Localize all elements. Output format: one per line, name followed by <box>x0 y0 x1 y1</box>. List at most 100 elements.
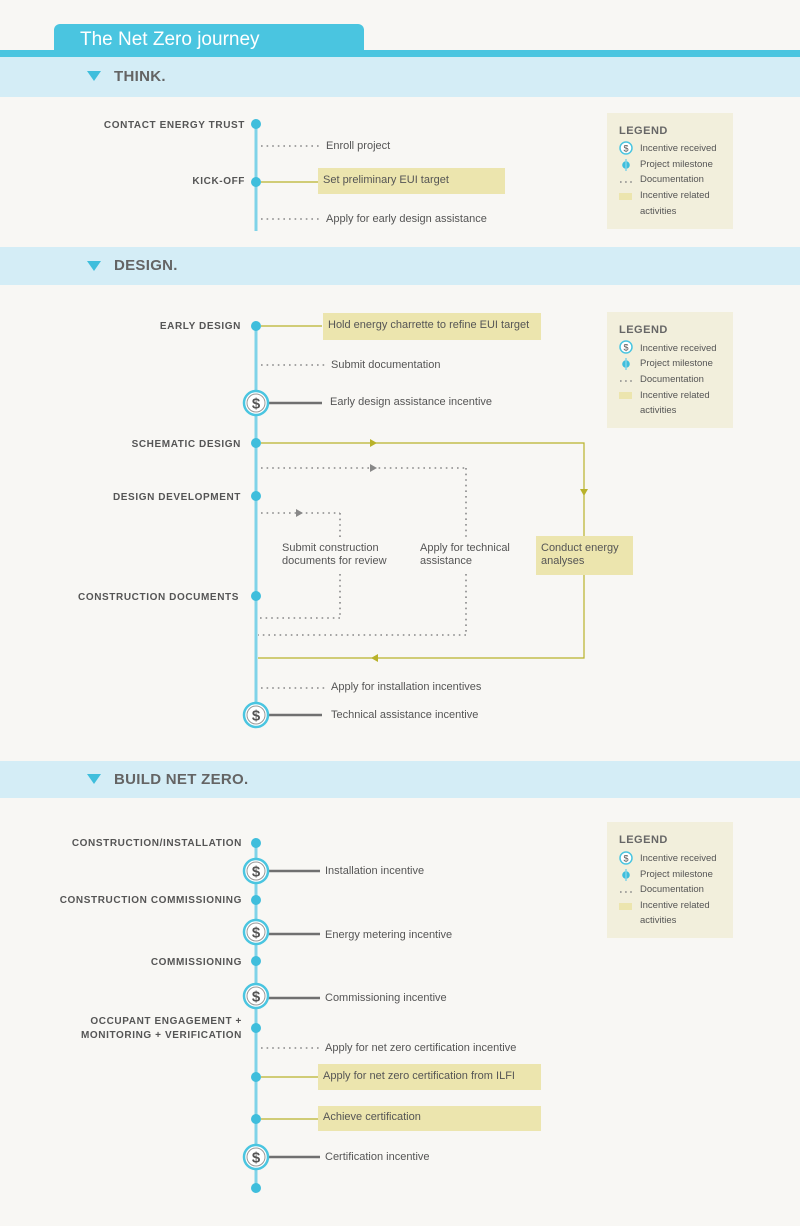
milestone-early-design <box>251 321 261 331</box>
build-triangle-icon[interactable] <box>87 774 101 784</box>
stage-construction-docs: CONSTRUCTION DOCUMENTS <box>78 592 239 603</box>
documentation-icon <box>620 181 632 183</box>
note-apply-early: Apply for early design assistance <box>326 213 487 225</box>
stage-early-design: EARLY DESIGN <box>159 321 241 332</box>
note-metering-incentive: Energy metering incentive <box>325 929 453 941</box>
svg-text:$: $ <box>623 854 628 864</box>
incentive-installation <box>242 857 270 885</box>
activity-charrette: Hold energy charrette to refine EUI targ… <box>323 313 541 340</box>
milestone-commissioning <box>251 956 261 966</box>
stage-commissioning: COMMISSIONING <box>150 957 242 968</box>
legend-milestone: Project milestone <box>640 159 713 170</box>
milestone-end <box>251 1183 261 1193</box>
legend-title: LEGEND <box>619 834 668 846</box>
note-apply-nz: Apply for net zero certification incenti… <box>325 1042 517 1054</box>
milestone-icon <box>622 869 630 881</box>
documentation-icon <box>620 891 632 893</box>
stage-contact: CONTACT ENERGY TRUST <box>103 120 245 131</box>
activity-ilfi: Apply for net zero certification from IL… <box>318 1064 541 1090</box>
stage-occupant-line2: MONITORING + VERIFICATION <box>80 1030 242 1041</box>
note-apply-tech-line1: Apply for technical <box>420 542 510 554</box>
stage-schematic: SCHEMATIC DESIGN <box>131 439 241 450</box>
think-triangle-icon[interactable] <box>87 71 101 81</box>
design-band <box>0 247 800 285</box>
legend-documentation: Documentation <box>640 374 704 385</box>
incentive-commissioning <box>242 982 270 1010</box>
legend-activities-line1: Incentive related <box>640 900 710 911</box>
note-tech-incentive: Technical assistance incentive <box>331 709 479 721</box>
milestone-achieve <box>251 1114 261 1124</box>
activity-icon <box>619 903 632 910</box>
design-triangle-icon[interactable] <box>87 261 101 271</box>
legend-milestone: Project milestone <box>640 869 713 880</box>
note-submit-cd: Submit construction documents for review <box>282 542 387 568</box>
dollar-icon: $ <box>619 851 633 865</box>
milestone-schematic <box>251 438 261 448</box>
legend-design: LEGEND $ Incentive received Project mile… <box>607 312 733 428</box>
milestone-icon <box>622 159 630 171</box>
svg-text:$: $ <box>623 144 628 154</box>
stage-occupant: OCCUPANT ENGAGEMENT + MONITORING + VERIF… <box>81 1015 242 1043</box>
note-enroll: Enroll project <box>326 140 391 152</box>
milestone-ilfi <box>251 1072 261 1082</box>
legend-milestone: Project milestone <box>640 358 713 369</box>
note-submit-cd-line1: Submit construction <box>282 542 379 554</box>
title-tab <box>54 24 364 54</box>
stage-construction: CONSTRUCTION/INSTALLATION <box>71 838 242 849</box>
milestone-kickoff <box>251 177 261 187</box>
activity-eui: Set preliminary EUI target <box>318 168 505 194</box>
activity-achieve: Achieve certification <box>318 1106 541 1131</box>
build-band <box>0 761 800 798</box>
note-apply-tech-line2: assistance <box>420 555 472 567</box>
dollar-icon: $ <box>619 141 633 155</box>
note-submit-cd-line2: documents for review <box>282 555 387 567</box>
note-apply-install: Apply for installation incentives <box>331 681 482 693</box>
legend-documentation: Documentation <box>640 884 704 895</box>
stage-occupant-line1: OCCUPANT ENGAGEMENT + <box>90 1016 242 1027</box>
documentation-icon <box>620 380 632 382</box>
legend-activities-line2: activities <box>640 915 677 926</box>
milestone-contact <box>251 119 261 129</box>
incentive-early-design <box>242 389 270 417</box>
page-title: The Net Zero journey <box>80 29 260 50</box>
title-bar <box>0 50 800 57</box>
legend-activities-line1: Incentive related <box>640 390 710 401</box>
legend-activities-line2: activities <box>640 405 677 416</box>
build-title: BUILD NET ZERO. <box>114 771 249 788</box>
stage-kickoff: KICK-OFF <box>192 176 245 187</box>
activity-icon <box>619 392 632 399</box>
legend-title: LEGEND <box>619 324 668 336</box>
activity-icon <box>619 193 632 200</box>
milestone-icon <box>622 358 630 370</box>
activity-analyses: Conduct energy analyses <box>536 536 633 575</box>
note-submit-doc: Submit documentation <box>331 359 441 371</box>
milestone-const-comm <box>251 895 261 905</box>
legend-incentive: Incentive received <box>640 143 717 154</box>
legend-activities-line2: activities <box>640 206 677 217</box>
think-title: THINK. <box>114 68 166 85</box>
legend-incentive: Incentive received <box>640 343 717 354</box>
milestone-development <box>251 491 261 501</box>
design-title: DESIGN. <box>114 257 178 274</box>
stage-const-comm: CONSTRUCTION COMMISSIONING <box>59 895 242 906</box>
note-early-incentive: Early design assistance incentive <box>330 396 493 408</box>
legend-incentive: Incentive received <box>640 853 717 864</box>
note-comm-incentive: Commissioning incentive <box>325 992 447 1004</box>
legend-activities-line1: Incentive related <box>640 190 710 201</box>
stage-development: DESIGN DEVELOPMENT <box>112 492 241 503</box>
note-install-incentive: Installation incentive <box>325 865 425 877</box>
activity-analyses-line1: Conduct energy <box>541 542 619 554</box>
milestone-occupant <box>251 1023 261 1033</box>
svg-text:$: $ <box>623 343 628 353</box>
legend-think: LEGEND $ Incentive received Project mile… <box>607 113 733 229</box>
note-apply-tech: Apply for technical assistance <box>420 542 510 568</box>
incentive-technical <box>242 701 270 729</box>
incentive-metering <box>242 918 270 946</box>
note-cert-incentive: Certification incentive <box>325 1151 430 1163</box>
activity-analyses-line2: analyses <box>541 555 585 567</box>
milestone-construction-docs <box>251 591 261 601</box>
dollar-icon: $ <box>619 340 633 354</box>
milestone-construction <box>251 838 261 848</box>
legend-title: LEGEND <box>619 125 668 137</box>
